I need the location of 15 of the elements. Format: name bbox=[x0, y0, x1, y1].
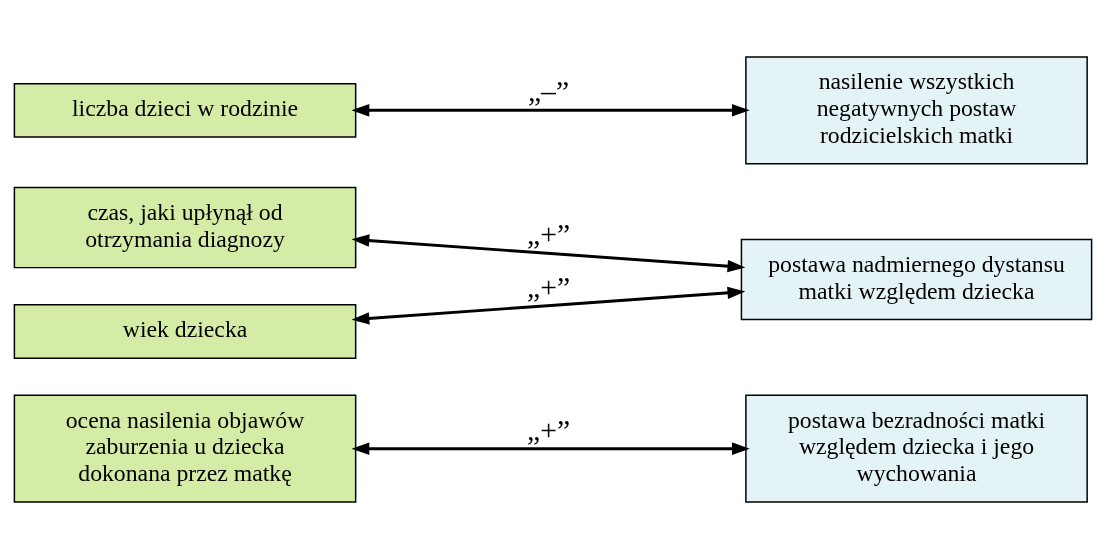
arrow bbox=[351, 103, 750, 117]
node-box: liczba dzieci w rodzinie bbox=[13, 82, 357, 138]
node-box: postawa bezradności matki względem dziecka i jego wychowania bbox=[745, 394, 1088, 503]
node-box: nasilenie wszystkich negatywnych postaw rodzicielskich matki bbox=[745, 55, 1088, 164]
node-box: postawa nadmiernego dystansu matki względem dziecka bbox=[740, 238, 1093, 320]
node-box: ocena nasilenia objawów zaburzenia u dziecka dokonana przez matkę bbox=[13, 394, 357, 503]
arrow bbox=[351, 233, 746, 272]
node-box: wiek dziecka bbox=[13, 303, 357, 359]
arrow bbox=[351, 441, 750, 455]
arrow bbox=[351, 286, 746, 325]
edge-label: „+” bbox=[527, 217, 571, 250]
node-box: czas, jaki upłynął od otrzymania diagnozy bbox=[13, 186, 357, 268]
edge-label: „–” bbox=[527, 74, 570, 107]
edge-label: „+” bbox=[527, 270, 571, 303]
edge-label: „+” bbox=[527, 413, 571, 446]
